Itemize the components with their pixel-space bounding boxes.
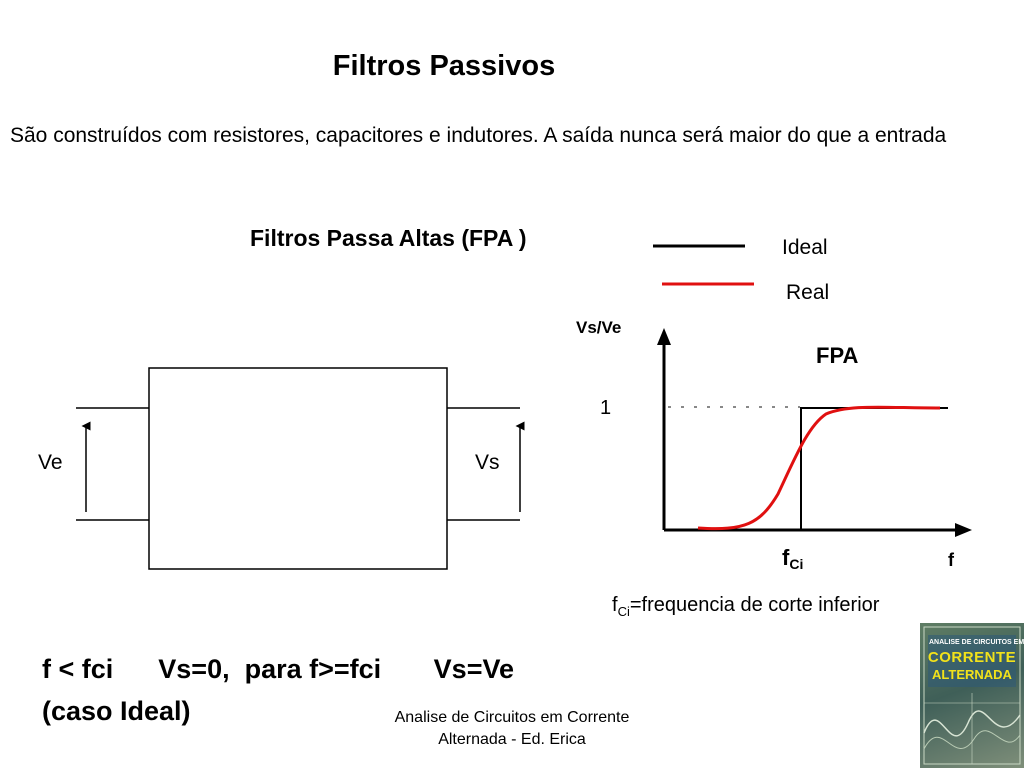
cutoff-label: fCi xyxy=(782,545,803,572)
x-axis-label: f xyxy=(948,550,955,570)
footer-line-1: Analise de Circuitos em Corrente xyxy=(394,709,630,726)
slide-title: Filtros Passivos xyxy=(332,50,556,82)
book-cover-image: ANALISE DE CIRCUITOS EM CORRENTE ALTERNA… xyxy=(920,623,1024,768)
rule-statement: f < fci Vs=0, para f>=fci Vs=Ve (caso Id… xyxy=(42,654,514,726)
book-cover-title-line-1: CORRENTE xyxy=(927,649,1017,666)
legend-real-label: Real xyxy=(786,281,830,304)
curve-label: FPA xyxy=(816,343,858,368)
real-response-curve xyxy=(697,405,941,531)
section-subtitle: Filtros Passa Altas (FPA ) xyxy=(250,225,527,251)
book-cover-art xyxy=(923,626,1021,765)
legend-ideal-label: Ideal xyxy=(782,236,828,259)
input-voltage-label: Ve xyxy=(38,451,63,474)
book-cover-title-line-2: ALTERNADA xyxy=(932,667,1012,682)
footer-line-2: Alternada - Ed. Erica xyxy=(438,731,586,748)
y-axis-arrow-icon xyxy=(657,328,671,345)
cutoff-definition: fCi=frequencia de corte inferior xyxy=(612,594,880,619)
footer-citation: Analise de Circuitos em Corrente Alterna… xyxy=(362,707,662,751)
y-axis-label: Vs/Ve xyxy=(576,318,621,337)
book-cover-top-text: ANALISE DE CIRCUITOS EM xyxy=(929,639,1024,646)
intro-text: São construídos com resistores, capacito… xyxy=(10,124,947,147)
filter-box xyxy=(148,367,448,570)
unity-level-label: 1 xyxy=(600,397,611,419)
x-axis-arrow-icon xyxy=(955,523,972,537)
output-voltage-label: Vs xyxy=(475,451,500,474)
